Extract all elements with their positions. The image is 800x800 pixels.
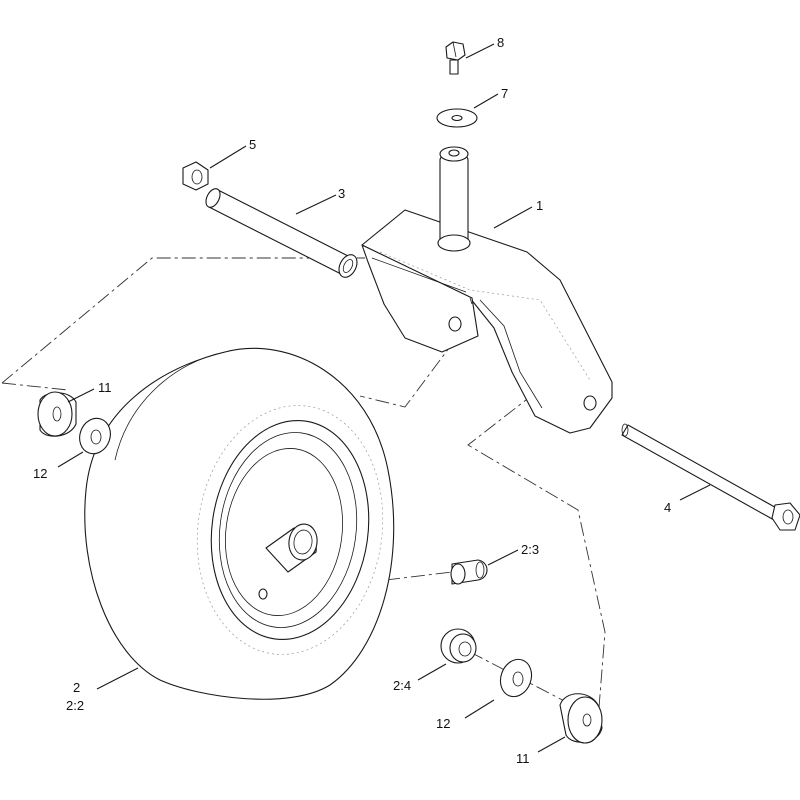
callout-1: 1 [536,198,543,213]
callout-11-right: 11 [516,751,530,766]
callout-3: 3 [338,186,345,201]
callout-2-4: 2:4 [393,678,411,693]
bolt-part-8 [445,41,466,75]
bracket-stem [437,146,471,252]
callout-labels: 8 7 1 3 5 11 12 4 2:3 2 2:2 2:4 12 11 [33,35,671,766]
leader-lines [57,43,711,753]
callout-7: 7 [501,86,508,101]
axle-bolt-part-4 [621,423,800,531]
callout-4: 4 [664,500,671,515]
bearing-part-2-4 [440,628,477,664]
callout-2-3: 2:3 [521,542,539,557]
callout-11-left: 11 [98,380,112,395]
wheel-tire-part-2 [84,347,395,700]
spacer-part-11-right [559,693,603,744]
spacer-tube-part-3 [205,188,358,278]
callout-2: 2 [73,680,80,695]
callout-2-2: 2:2 [66,698,84,713]
callout-8: 8 [497,35,504,50]
caster-bracket-part-1 [361,209,613,434]
washer-part-12-left [79,417,111,455]
washer-part-12-right [499,658,533,698]
nut-part-5 [182,161,209,191]
spacer-part-11-left [37,391,77,437]
valve-stem-part-2-3 [450,559,488,585]
callout-12-right: 12 [436,716,450,731]
callout-12-left: 12 [33,466,47,481]
callout-5: 5 [249,137,256,152]
washer-part-7 [436,108,478,128]
